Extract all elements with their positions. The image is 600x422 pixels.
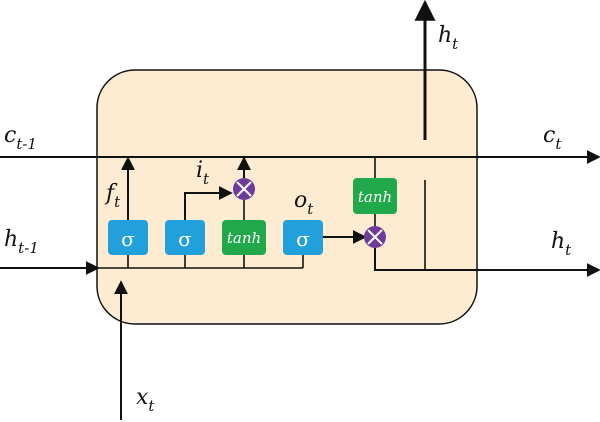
label-x-in: xt (136, 385, 155, 415)
label-h-out-top-base: h (438, 23, 452, 48)
label-h-out-right-sub: t (565, 241, 572, 259)
label-c-next-base: c (543, 123, 555, 148)
forget-gate-sigma-text: σ (121, 227, 135, 251)
label-h-prev-base: h (4, 227, 18, 252)
label-h-out-top: ht (438, 23, 459, 53)
label-output-gate: ot (294, 188, 314, 218)
candidate-tanh-text: tanh (227, 229, 261, 247)
input-gate-path (184, 186, 233, 220)
cell-output-tanh-text: tanh (358, 188, 392, 206)
lstm-cell-box (96, 69, 478, 325)
label-h-out-top-sub: t (452, 35, 459, 53)
label-c-prev-sub: t-1 (16, 135, 37, 153)
label-input-gate-base: i (196, 158, 203, 183)
label-h-prev: ht-1 (4, 227, 39, 257)
label-c-prev: ct-1 (4, 123, 37, 153)
label-output-gate-base: o (294, 188, 307, 213)
label-output-gate-sub: t (307, 200, 314, 218)
label-x-in-base: x (136, 385, 149, 410)
label-x-in-sub: t (148, 397, 155, 415)
output-gate-sigma: σ (283, 220, 323, 255)
label-c-next-sub: t (555, 135, 562, 153)
hidden-output-path (374, 248, 600, 277)
input-multiply-node (233, 178, 255, 200)
label-h-out-right-base: h (551, 229, 565, 254)
output-multiply-node (364, 226, 386, 248)
forget-gate-sigma: σ (108, 220, 148, 255)
label-h-prev-sub: t-1 (18, 239, 39, 257)
candidate-tanh: tanh (222, 220, 266, 255)
label-c-prev-base: c (4, 123, 16, 148)
label-c-next: ct (543, 123, 562, 153)
label-forget-gate-sub: t (114, 193, 121, 211)
output-gate-sigma-text: σ (296, 227, 310, 251)
cell-output-tanh: tanh (353, 178, 397, 214)
input-gate-sigma-text: σ (178, 227, 192, 251)
label-input-gate-sub: t (203, 170, 210, 188)
label-h-out-right: ht (551, 229, 572, 259)
input-gate-sigma: σ (165, 220, 205, 255)
label-input-gate: it (196, 158, 210, 188)
